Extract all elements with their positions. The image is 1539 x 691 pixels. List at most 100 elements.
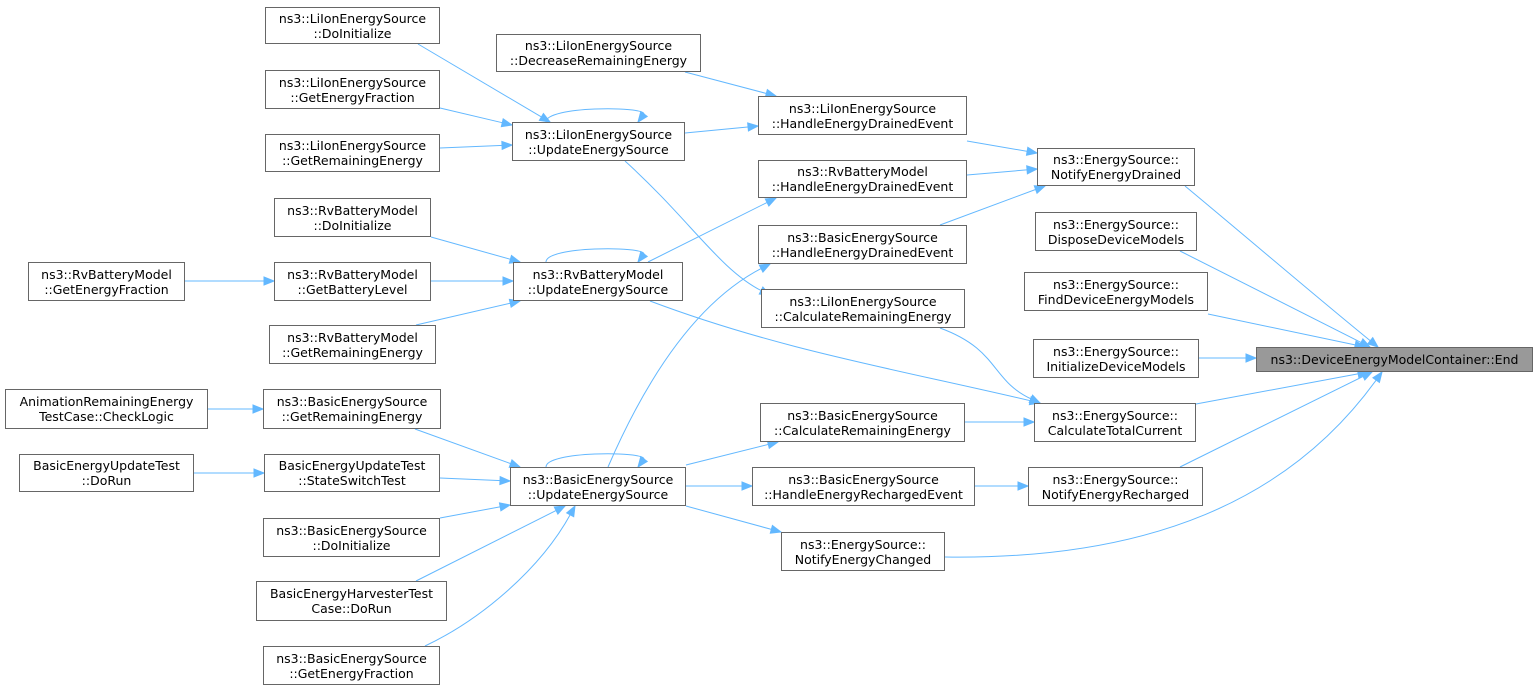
node-label: ::GetBatteryLevel [297,281,408,297]
edge-basic-update-to-basic-handledrained [607,267,763,468]
node-basicupdatetest-dorun[interactable]: BasicEnergyUpdateTest ::DoRun [19,454,194,492]
node-basic-handleenergydrainedevent[interactable]: ns3::BasicEnergySource ::HandleEnergyDra… [758,225,967,264]
node-liion-decreaseremainingenergy[interactable]: ns3::LiIonEnergySource ::DecreaseRemaini… [496,34,701,72]
node-basic-handleenergyrechargedevent[interactable]: ns3::BasicEnergySource ::HandleEnergyRec… [752,467,975,506]
edge-basic-getfrac-to-basic-update [424,513,572,647]
node-label: ns3::EnergySource:: [1053,216,1179,232]
node-label: ns3::EnergySource:: [1053,276,1179,292]
edge-liion-doinit-to-liion-update [417,43,543,118]
edge-basic-doinit-to-basic-update-arrowhead [498,502,512,512]
node-basicupdatetest-stateswitchtest[interactable]: BasicEnergyUpdateTest ::StateSwitchTest [264,454,440,492]
edge-liion-doinit-to-liion-update-arrowhead [538,112,552,123]
edge-liion-getfrac-to-liion-update [439,107,504,124]
node-es-notifyenergydrained[interactable]: ns3::EnergySource:: NotifyEnergyDrained [1037,148,1195,186]
node-label: ns3::BasicEnergySource [787,407,938,423]
edge-notifydrained-to-root [1184,185,1372,342]
node-liion-calculateremainingenergy[interactable]: ns3::LiIonEnergySource ::CalculateRemain… [761,289,965,328]
node-label: ns3::LiIonEnergySource [278,74,427,90]
edge-basic-update-to-notifychanged-arrowhead [769,524,783,534]
edge-liion-decrease-to-handledrained [684,71,768,95]
node-label: ::HandleEnergyDrainedEvent [771,244,954,260]
node-label: ns3::EnergySource:: [800,536,926,552]
node-label: CalculateTotalCurrent [1047,422,1183,438]
node-liion-doinitialize[interactable]: ns3::LiIonEnergySource ::DoInitialize [265,7,440,44]
edge-rv-getrem-to-rv-update [415,302,512,326]
node-label: TestCase::CheckLogic [39,409,174,424]
node-label: ::StateSwitchTest [298,473,406,488]
edge-liion-update-to-handledrained-arrowhead [747,122,760,132]
edge-notifychanged-to-root-arrowhead [1372,370,1383,384]
node-label: ::UpdateEnergySource [527,486,669,502]
edge-rv-handledrained-to-notifydrained [966,169,1029,176]
node-label: AnimationRemainingEnergy [19,394,194,409]
node-label: BasicEnergyUpdateTest [278,458,426,473]
node-rv-handleenergydrainedevent[interactable]: ns3::RvBatteryModel ::HandleEnergyDraine… [758,160,967,198]
node-label: BasicEnergyUpdateTest [33,458,180,473]
node-es-initializedevicemodels[interactable]: ns3::EnergySource:: InitializeDeviceMode… [1033,339,1199,378]
node-harvestertest-dorun[interactable]: BasicEnergyHarvesterTest Case::DoRun [256,581,447,621]
edge-liion-update-self [545,108,645,123]
node-basic-getenergyfraction[interactable]: ns3::BasicEnergySource ::GetEnergyFracti… [263,646,440,685]
edge-basic-getfrac-to-basic-update-arrowhead [565,504,576,518]
node-es-notifyenergyrecharged[interactable]: ns3::EnergySource:: NotifyEnergyRecharge… [1028,467,1203,506]
edge-liion-update-self-arrowhead [637,110,649,124]
node-basic-getremainingenergy[interactable]: ns3::BasicEnergySource ::GetRemainingEne… [263,389,441,429]
node-label: ::UpdateEnergySource [528,141,669,157]
edge-dispose-to-root [1179,250,1363,344]
node-liion-handleenergydrainedevent[interactable]: ns3::LiIonEnergySource ::HandleEnergyDra… [758,96,967,135]
node-rv-getbatterylevel[interactable]: ns3::RvBatteryModel ::GetBatteryLevel [274,262,431,301]
node-label: ns3::RvBatteryModel [287,202,418,218]
node-animation-checklogic[interactable]: AnimationRemainingEnergy TestCase::Check… [5,389,208,429]
edge-notifyrecharged-to-root [1179,375,1365,468]
edge-harvester-to-basic-update [415,509,558,582]
node-basic-updateenergysource[interactable]: ns3::BasicEnergySource ::UpdateEnergySou… [510,467,686,506]
node-label: InitializeDeviceModels [1046,358,1186,374]
node-rv-doinitialize[interactable]: ns3::RvBatteryModel ::DoInitialize [274,198,431,237]
node-basic-doinitialize[interactable]: ns3::BasicEnergySource ::DoInitialize [263,518,440,557]
node-liion-updateenergysource[interactable]: ns3::LiIonEnergySource ::UpdateEnergySou… [512,122,685,161]
node-label: ::GetEnergyFraction [44,281,169,297]
node-es-disposedevicemodels[interactable]: ns3::EnergySource:: DisposeDeviceModels [1035,212,1197,251]
node-liion-getremainingenergy[interactable]: ns3::LiIonEnergySource ::GetRemainingEne… [265,134,440,172]
node-label: ::DoInitialize [312,537,391,553]
node-label: ::GetRemainingEnergy [281,409,423,424]
node-label: NotifyEnergyDrained [1050,167,1182,182]
node-root-devicenergymodelcontainer-end: ns3::DeviceEnergyModelContainer::End [1256,347,1533,372]
node-liion-getenergyfraction[interactable]: ns3::LiIonEnergySource ::GetEnergyFracti… [265,70,440,109]
node-label: ns3::BasicEnergySource [276,522,427,538]
node-es-finddeviceenergymodels[interactable]: ns3::EnergySource:: FindDeviceEnergyMode… [1024,272,1208,311]
node-label: ns3::LiIonEnergySource [524,38,673,53]
node-rv-updateenergysource[interactable]: ns3::RvBatteryModel ::UpdateEnergySource [513,262,683,301]
edge-find-to-root [1207,313,1357,346]
node-label: ns3::BasicEnergySource [276,650,427,666]
edge-basic-update-to-notifychanged [685,505,773,531]
node-rv-getremainingenergy[interactable]: ns3::RvBatteryModel ::GetRemainingEnergy [269,325,436,364]
edge-liion-getrem-to-liion-update [439,144,504,149]
edge-basic-update-to-basic-handlerecharged-arrowhead [741,481,754,491]
node-label: ::GetRemainingEnergy [282,344,423,360]
edge-basic-update-self [545,453,645,468]
edge-rv-getfrac-to-rv-getlevel-arrowhead [263,276,276,286]
node-label: ns3::EnergySource:: [1052,471,1179,487]
edge-rv-update-self [545,248,645,263]
node-label: ::HandleEnergyDrainedEvent [771,115,954,131]
node-es-calculatetotalcurrent[interactable]: ns3::EnergySource:: CalculateTotalCurren… [1034,403,1196,442]
node-rv-getenergyfraction[interactable]: ns3::RvBatteryModel ::GetEnergyFraction [28,262,185,301]
edge-basic-getrem-to-basic-update [414,428,512,465]
node-label: ns3::RvBatteryModel [287,329,418,345]
edge-basic-update-to-basic-calcrem [685,443,770,466]
edge-basic-handlerecharged-to-notifyrecharged-arrowhead [1017,481,1030,491]
node-label: ns3::DeviceEnergyModelContainer::End [1270,352,1519,367]
node-es-notifyenergychanged[interactable]: ns3::EnergySource:: NotifyEnergyChanged [781,532,945,571]
node-label: ::CalculateRemainingEnergy [774,422,951,438]
edge-liion-getfrac-to-liion-update-arrowhead [500,117,514,128]
edge-notifydrained-to-root-arrowhead [1366,336,1380,348]
node-label: ns3::BasicEnergySource [276,394,428,409]
node-label: DisposeDeviceModels [1047,231,1185,247]
edge-rv-update-to-calctotal [649,300,1032,402]
node-basic-calculateremainingenergy[interactable]: ns3::BasicEnergySource ::CalculateRemain… [760,403,965,442]
edge-rv-doinit-to-rv-update [430,236,512,261]
edge-rv-update-to-rv-handledrained-arrowhead [764,197,778,207]
